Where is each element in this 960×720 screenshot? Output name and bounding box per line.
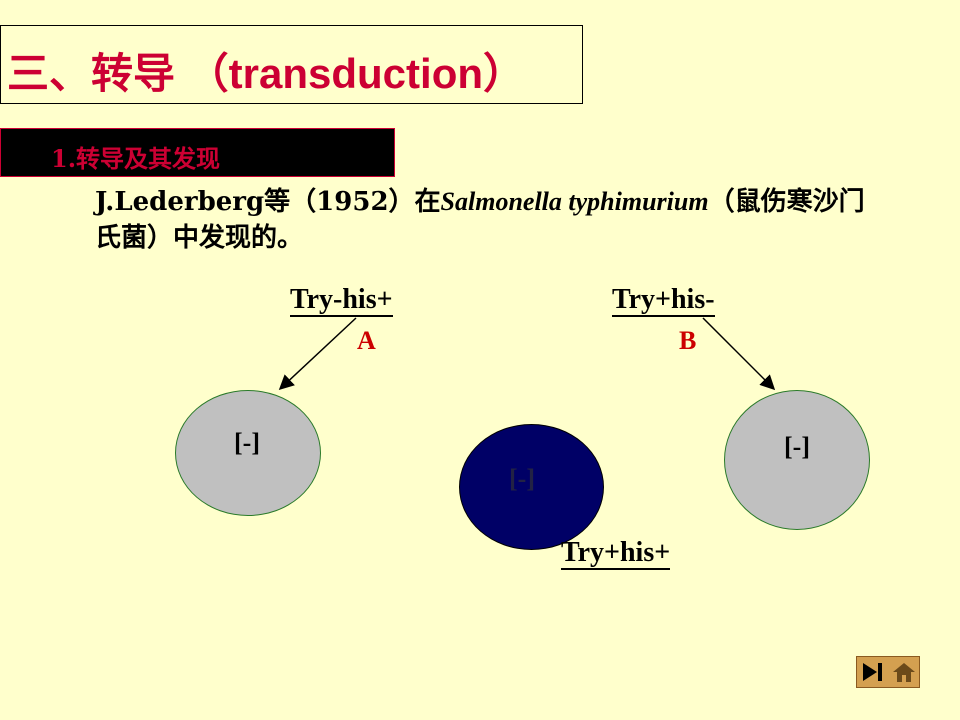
right-plate-label: [-] bbox=[784, 432, 810, 461]
strain-a-genotype: Try-his+ bbox=[290, 284, 393, 317]
arrow-b-to-right-plate bbox=[702, 317, 776, 391]
home-button[interactable] bbox=[888, 657, 919, 687]
arrow-a-to-left-plate bbox=[278, 317, 357, 391]
species-name: Salmonella typhimurium bbox=[440, 187, 709, 216]
subtitle-box: 1.转导及其发现 bbox=[0, 128, 395, 177]
title-box: 三、转导 （transduction） bbox=[0, 25, 583, 104]
left-plate-label: [-] bbox=[234, 428, 260, 457]
home-icon bbox=[892, 663, 915, 682]
center-genotype: Try+his+ bbox=[561, 537, 671, 570]
paragraph-part1: J.Lederberg等（1952）在 bbox=[95, 187, 441, 217]
right-plate bbox=[724, 390, 870, 530]
left-plate bbox=[175, 390, 321, 516]
paragraph-part2: （鼠伤寒沙门氏菌）中发现的。 bbox=[95, 187, 865, 253]
next-slide-button[interactable] bbox=[857, 657, 888, 687]
section-heading: 1.转导及其发现 bbox=[51, 144, 221, 173]
center-plate-label: [-] bbox=[509, 464, 535, 493]
next-slide-icon bbox=[862, 663, 882, 681]
strain-b-label: B bbox=[679, 326, 697, 355]
strain-b-genotype: Try+his- bbox=[612, 284, 715, 317]
discovery-paragraph: J.Lederberg等（1952）在Salmonella typhimuriu… bbox=[95, 184, 875, 256]
slide-navigation bbox=[856, 656, 920, 688]
strain-a-label: A bbox=[357, 326, 376, 355]
slide-title: 三、转导 （transduction） bbox=[7, 50, 526, 97]
center-plate bbox=[459, 424, 604, 550]
